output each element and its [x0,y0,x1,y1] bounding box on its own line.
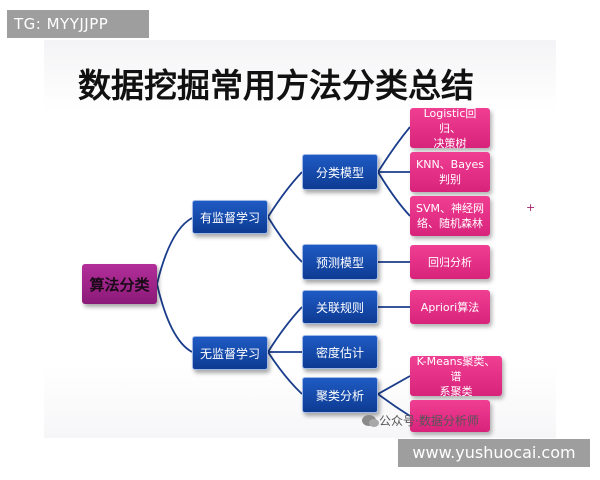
prediction-label: 预测模型 [315,255,364,270]
node-supervised-learning: 有监督学习 [192,200,268,234]
node-classification-model: 分类模型 [302,154,378,190]
root-label: 算法分类 [89,275,150,294]
link-classification-logistic [377,126,411,173]
leaf-knn-bayes: KNN、Bayes 判别 [410,152,490,192]
leaf-svm-nn-random-forest: SVM、神经网 络、随机森林 [410,196,490,236]
leaf-logistic-decision-tree: Logistic回归、 决策树 [410,107,490,150]
node-cluster-analysis: 聚类分析 [302,377,378,413]
link-unsupervised-clustering [267,351,303,395]
leaf-hidden-by-watermark [410,400,490,432]
link-root-supervised [156,217,193,285]
wechat-watermark: 公众号·数据分析师 [362,412,479,429]
clustering-label: 聚类分析 [315,388,364,403]
association-label: 关联规则 [315,300,364,315]
leaf-regression-analysis: 回归分析 [410,245,490,279]
plus-mark: + [526,201,536,214]
node-association-rules: 关联规则 [302,290,378,324]
supervised-label: 有监督学习 [199,210,260,225]
wechat-icon [362,415,379,427]
node-prediction-model: 预测模型 [302,244,378,280]
page-title: 数据挖掘常用方法分类总结 [78,66,474,105]
bottom-right-tag: www.yushuocai.com [398,439,590,467]
link-supervised-prediction [267,216,303,263]
link-classification-svm [377,171,411,217]
watermark-text: 公众号·数据分析师 [379,414,479,428]
leaf-apriori: Apriori算法 [410,290,490,324]
leaf-kmeans-hierarchical: K-Means聚类、谱 系聚类 [410,355,502,398]
link-supervised-classification [267,171,303,218]
link-unsupervised-association [267,306,303,353]
link-clustering-other [377,393,411,417]
classification-label: 分类模型 [315,165,364,180]
link-clustering-kmeans [377,375,411,395]
link-root-unsupervised [156,283,193,353]
density-label: 密度估计 [315,345,364,360]
top-left-tag: TG: MYYJJPP [7,10,149,38]
root-node-algorithm-classification: 算法分类 [82,264,157,304]
node-density-estimation: 密度估计 [302,335,378,369]
unsupervised-label: 无监督学习 [199,346,260,361]
node-unsupervised-learning: 无监督学习 [192,336,268,370]
